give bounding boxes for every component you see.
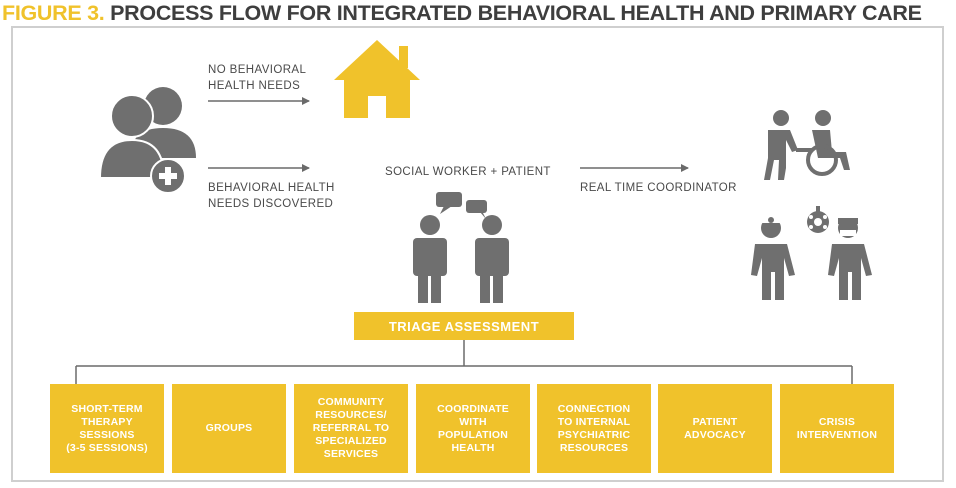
- service-box-population: COORDINATE WITH POPULATION HEALTH: [416, 384, 530, 473]
- triage-assessment-box: TRIAGE ASSESSMENT: [354, 312, 574, 340]
- service-connectors: [75, 340, 853, 384]
- figure-label: FIGURE 3.: [2, 1, 105, 25]
- no-behavioral-needs-label: NO BEHAVIORAL HEALTH NEEDS: [208, 64, 307, 92]
- figure-title: FIGURE 3. PROCESS FLOW FOR INTEGRATED BE…: [2, 0, 922, 26]
- social-worker-label: SOCIAL WORKER + PATIENT: [385, 166, 551, 178]
- service-box-groups: GROUPS: [172, 384, 286, 473]
- patient-add-icon: [98, 87, 196, 194]
- service-box-crisis: CRISIS INTERVENTION: [780, 384, 894, 473]
- service-box-therapy: SHORT-TERM THERAPY SESSIONS (3-5 SESSION…: [50, 384, 164, 473]
- speech-bubbles-icon: [436, 192, 487, 219]
- service-box-advocacy: PATIENT ADVOCACY: [658, 384, 772, 473]
- service-box-psychiatric: CONNECTION TO INTERNAL PSYCHIATRIC RESOU…: [537, 384, 651, 473]
- figure-title-text: PROCESS FLOW FOR INTEGRATED BEHAVIORAL H…: [110, 1, 922, 25]
- wheelchair-assist-icon: [764, 110, 850, 180]
- behavioral-needs-label: BEHAVIORAL HEALTH NEEDS DISCOVERED: [208, 182, 335, 210]
- surgical-team-icon: [751, 206, 872, 300]
- service-box-community: COMMUNITY RESOURCES/ REFERRAL TO SPECIAL…: [294, 384, 408, 473]
- coordinator-label: REAL TIME COORDINATOR: [580, 182, 737, 194]
- diagram-frame: [11, 26, 944, 482]
- home-icon: [334, 40, 420, 118]
- two-people-icon: [413, 215, 509, 303]
